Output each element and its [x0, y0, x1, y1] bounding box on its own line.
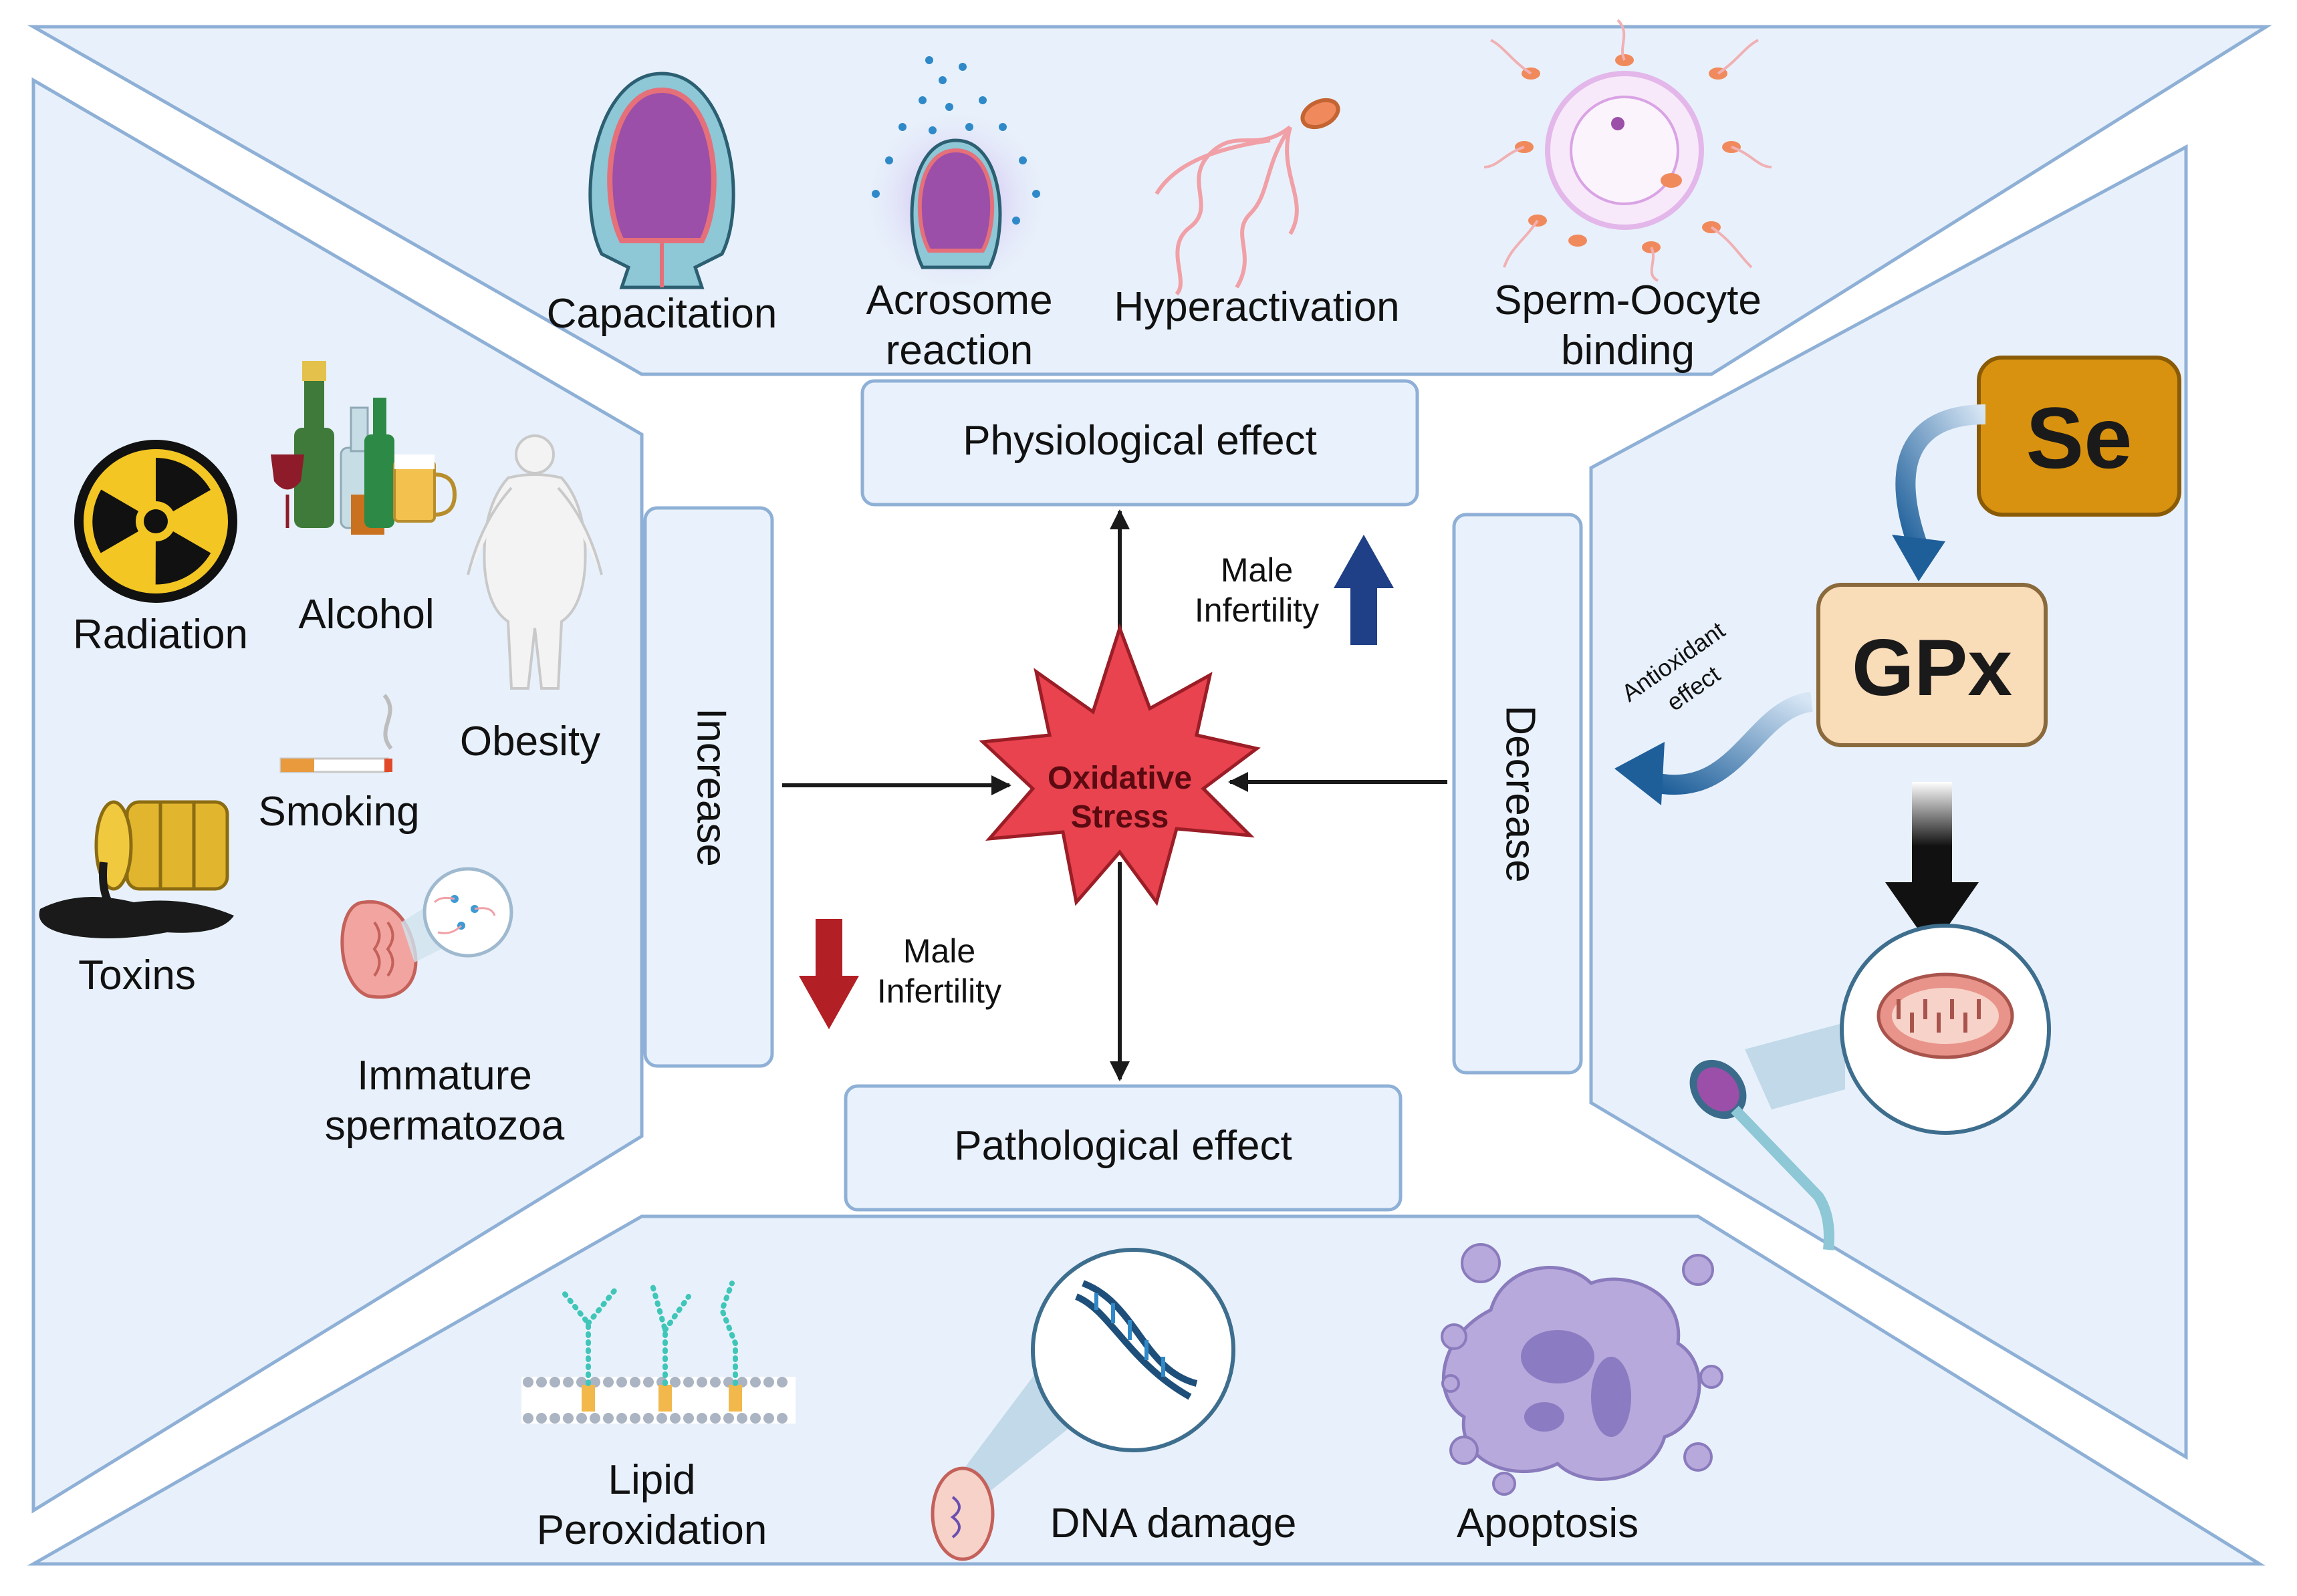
- acrosome-label-line1: Acrosome: [866, 277, 1052, 323]
- smoking-icon: [279, 694, 393, 773]
- apoptosis-icon: [1441, 1243, 1723, 1496]
- lipid-label-line1: Lipid: [608, 1457, 696, 1503]
- decrease-box: [1452, 513, 1583, 1075]
- oxidative-stress-star: [979, 623, 1261, 906]
- decrease-label: Decrease: [1497, 705, 1544, 882]
- gpx-label: GPx: [1852, 623, 2012, 712]
- se-to-gpx-arrow: [1895, 404, 1986, 552]
- obesity-label: Obesity: [460, 718, 600, 765]
- alcohol-label: Alcohol: [298, 591, 434, 638]
- se-label: Se: [2026, 389, 2132, 487]
- hyperactivation-icon: [1155, 98, 1340, 296]
- smoking-label: Smoking: [258, 789, 419, 835]
- sperm-oocyte-label-line1: Sperm-Oocyte: [1494, 277, 1762, 323]
- antioxidant-arrow: [1649, 692, 1814, 795]
- physiological-effect-box: [860, 379, 1419, 507]
- dna-damage-label: DNA damage: [1050, 1500, 1297, 1547]
- capacitation-label: Capacitation: [547, 291, 777, 337]
- downward-arrowhead: [1885, 882, 1979, 949]
- sperm-oocyte-label-line2: binding: [1561, 327, 1695, 374]
- se-to-gpx-arrowhead: [1892, 535, 1945, 581]
- male-infertility-up-line1: Male: [1221, 551, 1293, 589]
- left-panel: [31, 77, 644, 1514]
- pathological-effect-label: Pathological effect: [954, 1123, 1292, 1169]
- top-panel: [27, 25, 2272, 376]
- oxidative-stress-line2: Stress: [1071, 799, 1169, 835]
- mitochondrion-icon: [1745, 924, 2051, 1135]
- acrosome-label-line2: reaction: [886, 327, 1034, 374]
- male-infertility-down-line2: Infertility: [877, 972, 1001, 1010]
- sperm-cell-icon: [1689, 1059, 1834, 1250]
- apoptosis-label: Apoptosis: [1457, 1500, 1639, 1547]
- obesity-icon: [467, 434, 603, 690]
- radiation-icon: [74, 440, 237, 603]
- increase-arrow-icon: [1334, 535, 1394, 645]
- toxins-label: Toxins: [78, 952, 196, 999]
- lipid-peroxidation-icon: [521, 1281, 796, 1424]
- radiation-label: Radiation: [73, 612, 248, 658]
- oxidative-stress-line1: Oxidative: [1048, 761, 1192, 796]
- downward-arrow-shaft: [1912, 782, 1952, 889]
- immature-spermatozoa-icon: [340, 867, 513, 999]
- se-box: [1977, 356, 2181, 517]
- male-infertility-down-line1: Male: [903, 932, 975, 970]
- dna-damage-icon: [931, 1248, 1235, 1561]
- male-infertility-up-line2: Infertility: [1195, 591, 1319, 629]
- acrosome-reaction-icon: [856, 56, 1056, 301]
- decrease-arrow-icon: [799, 919, 859, 1029]
- capacitation-icon: [588, 72, 735, 289]
- immature-label-line1: Immature: [357, 1053, 532, 1099]
- toxins-icon: [39, 800, 235, 938]
- gpx-box: [1816, 583, 2048, 747]
- sperm-oocyte-icon: [1483, 19, 1772, 282]
- hyperactivation-label: Hyperactivation: [1114, 284, 1399, 330]
- physiological-effect-label: Physiological effect: [963, 418, 1317, 464]
- immature-label-line2: spermatozoa: [325, 1103, 565, 1149]
- increase-box: [643, 506, 774, 1068]
- antioxidant-arrowhead: [1614, 742, 1665, 805]
- alcohol-icon: [271, 361, 457, 535]
- lipid-label-line2: Peroxidation: [537, 1507, 767, 1553]
- pathological-effect-box: [844, 1084, 1403, 1212]
- increase-label: Increase: [689, 708, 735, 867]
